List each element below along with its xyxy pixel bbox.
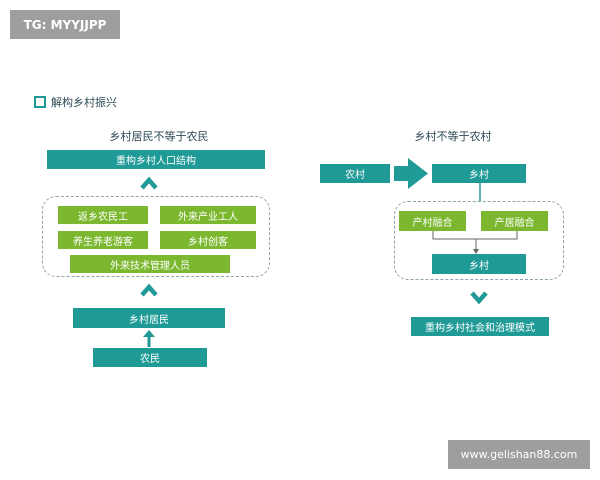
left-bottom-box: 农民 <box>93 348 207 367</box>
left-item-4: 乡村创客 <box>160 231 256 249</box>
left-item-3-label: 养生养老游客 <box>73 236 133 248</box>
chevron-up-icon <box>140 283 158 297</box>
left-top-box: 重构乡村人口结构 <box>47 150 265 169</box>
right-item-2-label: 产居融合 <box>494 217 535 229</box>
right-title: 乡村不等于农村 <box>414 130 492 143</box>
watermark-bottom-text: www.gelishan88.com <box>460 448 578 461</box>
left-item-2-label: 外来产业工人 <box>178 211 238 223</box>
left-item-1: 返乡农民工 <box>58 206 148 224</box>
connector-down <box>479 183 481 201</box>
arrow-right-icon <box>394 158 428 189</box>
merge-connector <box>432 231 518 254</box>
left-item-3: 养生养老游客 <box>58 231 148 249</box>
chevron-down-icon <box>470 291 488 305</box>
right-result-box: 重构乡村社会和治理模式 <box>411 317 549 336</box>
section-title: 解构乡村振兴 <box>51 96 117 109</box>
right-item-2: 产居融合 <box>481 211 548 231</box>
left-bottom-box-label: 农民 <box>140 354 160 365</box>
right-inner-box-label: 乡村 <box>469 260 489 272</box>
section-heading: 解构乡村振兴 <box>34 94 117 110</box>
right-group-box <box>394 201 564 280</box>
left-item-4-label: 乡村创客 <box>188 236 228 248</box>
left-group-box <box>42 196 270 277</box>
left-title: 乡村居民不等于农民 <box>109 130 209 143</box>
right-item-1: 产村融合 <box>399 211 466 231</box>
square-icon <box>34 96 46 108</box>
arrow-up-icon <box>143 330 155 347</box>
left-middle-box: 乡村居民 <box>73 308 225 328</box>
right-target-box-label: 乡村 <box>469 170 489 181</box>
watermark-badge-bottom: www.gelishan88.com <box>448 440 590 469</box>
left-item-5-label: 外来技术管理人员 <box>110 260 190 272</box>
left-middle-box-label: 乡村居民 <box>129 314 169 326</box>
chevron-up-icon <box>140 176 158 190</box>
right-target-box: 乡村 <box>432 164 526 183</box>
right-source-box-label: 农村 <box>345 170 365 181</box>
left-item-5: 外来技术管理人员 <box>70 255 230 273</box>
right-source-box: 农村 <box>320 164 390 183</box>
right-inner-box: 乡村 <box>432 254 526 274</box>
watermark-badge-top: TG: MYYJJPP <box>10 10 120 39</box>
left-item-1-label: 返乡农民工 <box>78 211 128 223</box>
left-item-2: 外来产业工人 <box>160 206 256 224</box>
right-item-1-label: 产村融合 <box>412 217 453 229</box>
right-result-box-label: 重构乡村社会和治理模式 <box>425 323 535 334</box>
watermark-top-text: TG: MYYJJPP <box>23 17 107 32</box>
left-top-box-label: 重构乡村人口结构 <box>116 156 196 167</box>
